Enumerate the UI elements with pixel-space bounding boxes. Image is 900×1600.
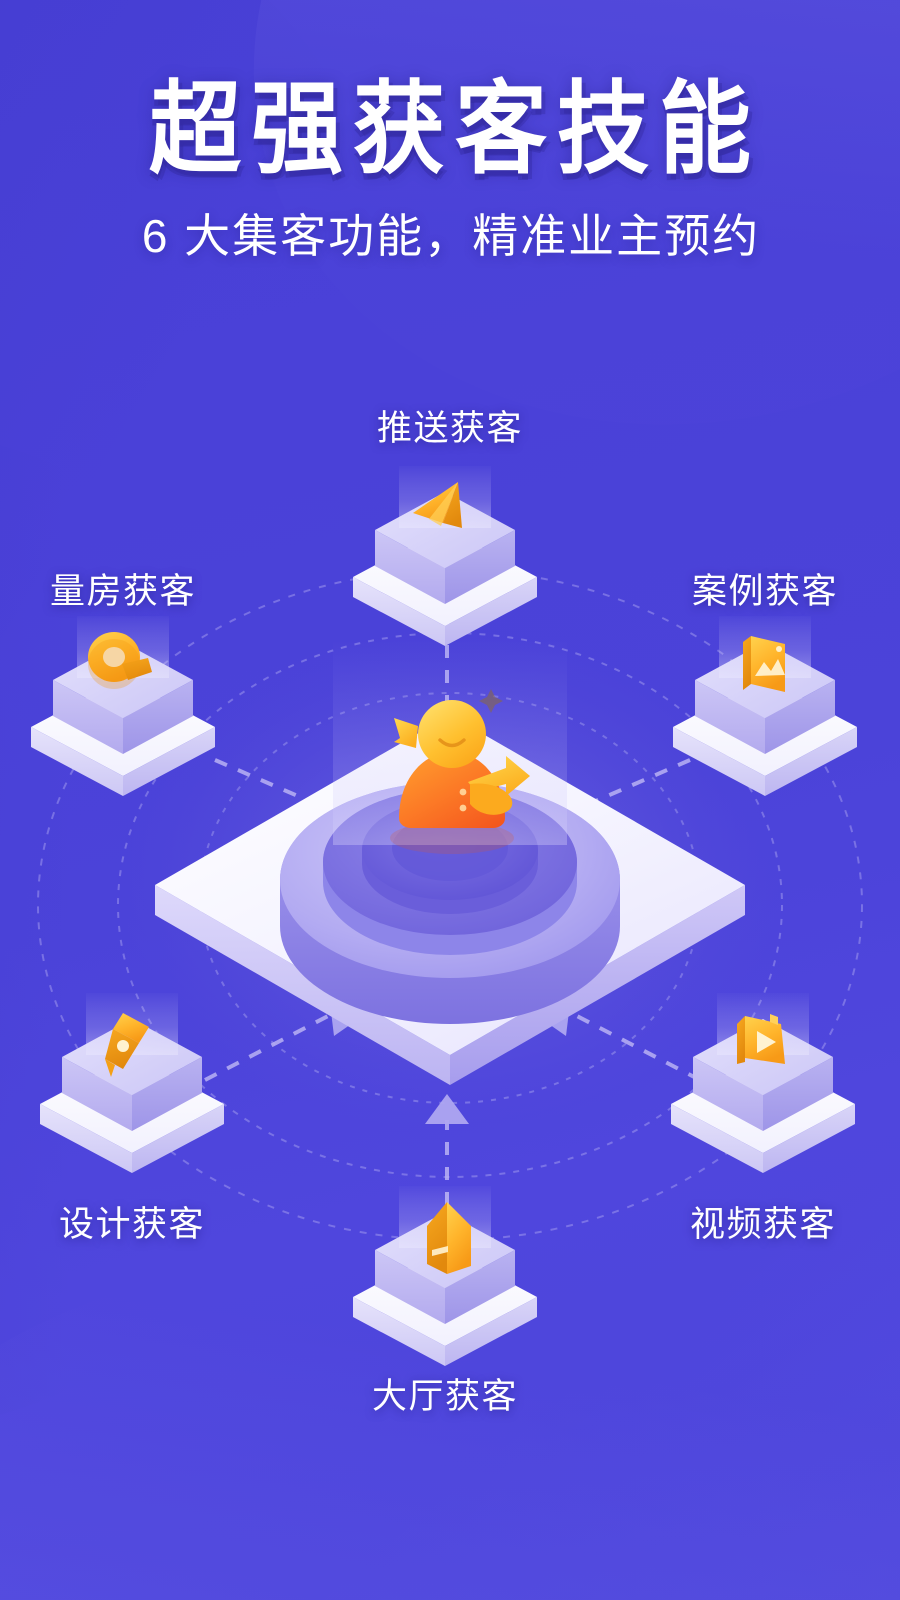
orbit-ring-middle [117,632,783,1178]
play-video-icon [737,1014,785,1064]
node-label-push: 推送获客 [376,409,524,448]
node-label-hall: 大厅获客 [371,1377,519,1416]
node-label-video: 视频获客 [689,1205,837,1244]
node-label-design: 设计获客 [58,1205,206,1244]
photo-icon [743,636,785,692]
page-title: 超强获客技能 [148,70,761,189]
header: 超强获客技能 6 大集客功能，精准业主预约 [0,0,900,264]
arrowhead-hall [425,1094,469,1124]
node-hall[interactable] [353,1186,537,1366]
node-case[interactable] [673,616,857,796]
house-icon [427,1202,471,1274]
node-label-case: 案例获客 [691,572,839,611]
node-push[interactable] [353,466,537,646]
node-video[interactable] [671,993,855,1173]
node-label-measure: 量房获客 [49,572,197,611]
megaphone-person-figure [390,689,530,854]
